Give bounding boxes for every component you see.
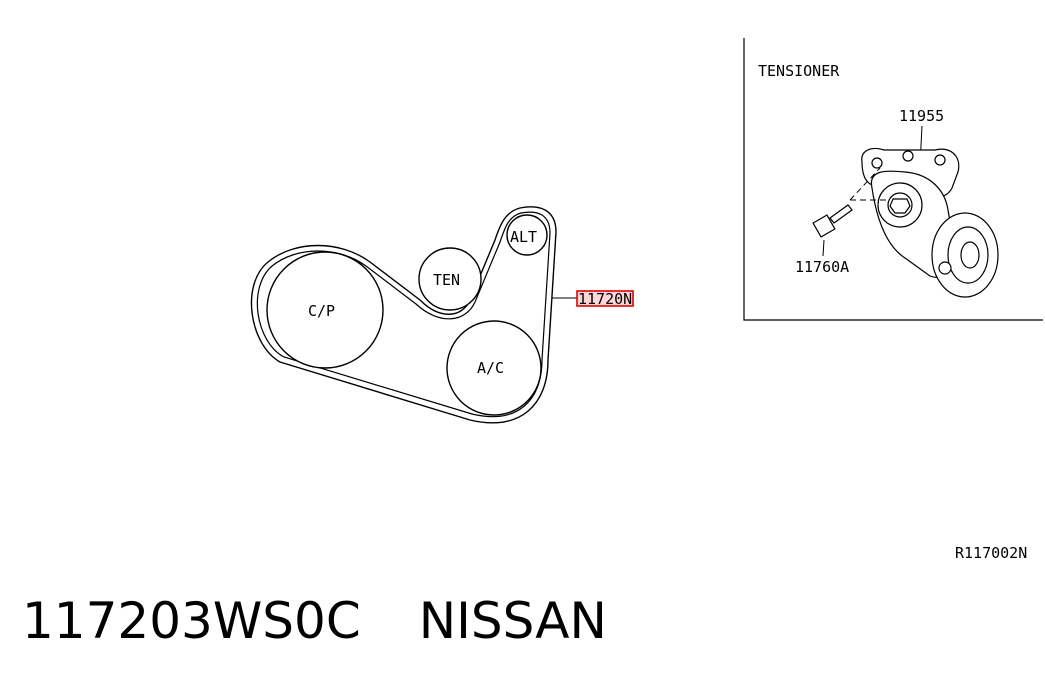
ten-label: TEN [433, 271, 460, 289]
tensioner-box-title: TENSIONER [758, 62, 840, 80]
ac-label: A/C [477, 359, 504, 377]
brand-text: NISSAN [418, 592, 607, 650]
assembly-dash-1 [849, 167, 881, 201]
belt-callout-highlight [576, 290, 634, 307]
part-11760a-leader [822, 239, 825, 257]
drive-belt-outer [250, 206, 557, 424]
part-number-text: 117203WS0C [22, 592, 361, 650]
tensioner-assembly-icon [812, 147, 999, 298]
ten-pulley [418, 247, 482, 311]
cp-pulley [266, 251, 384, 369]
part-number-caption: 117203WS0C NISSAN [22, 596, 607, 646]
drive-belt-inner [256, 211, 551, 418]
tensioner-box-border [743, 38, 1043, 321]
belt-callout-label[interactable]: 11720N [578, 290, 632, 308]
ac-pulley [446, 320, 542, 416]
part-11955-label: 11955 [899, 107, 944, 125]
part-11760a-label: 11760A [795, 258, 849, 276]
alt-label: ALT [510, 228, 537, 246]
cp-label: C/P [308, 302, 335, 320]
diagram-ref-code: R117002N [955, 544, 1027, 562]
alt-pulley [506, 214, 548, 256]
